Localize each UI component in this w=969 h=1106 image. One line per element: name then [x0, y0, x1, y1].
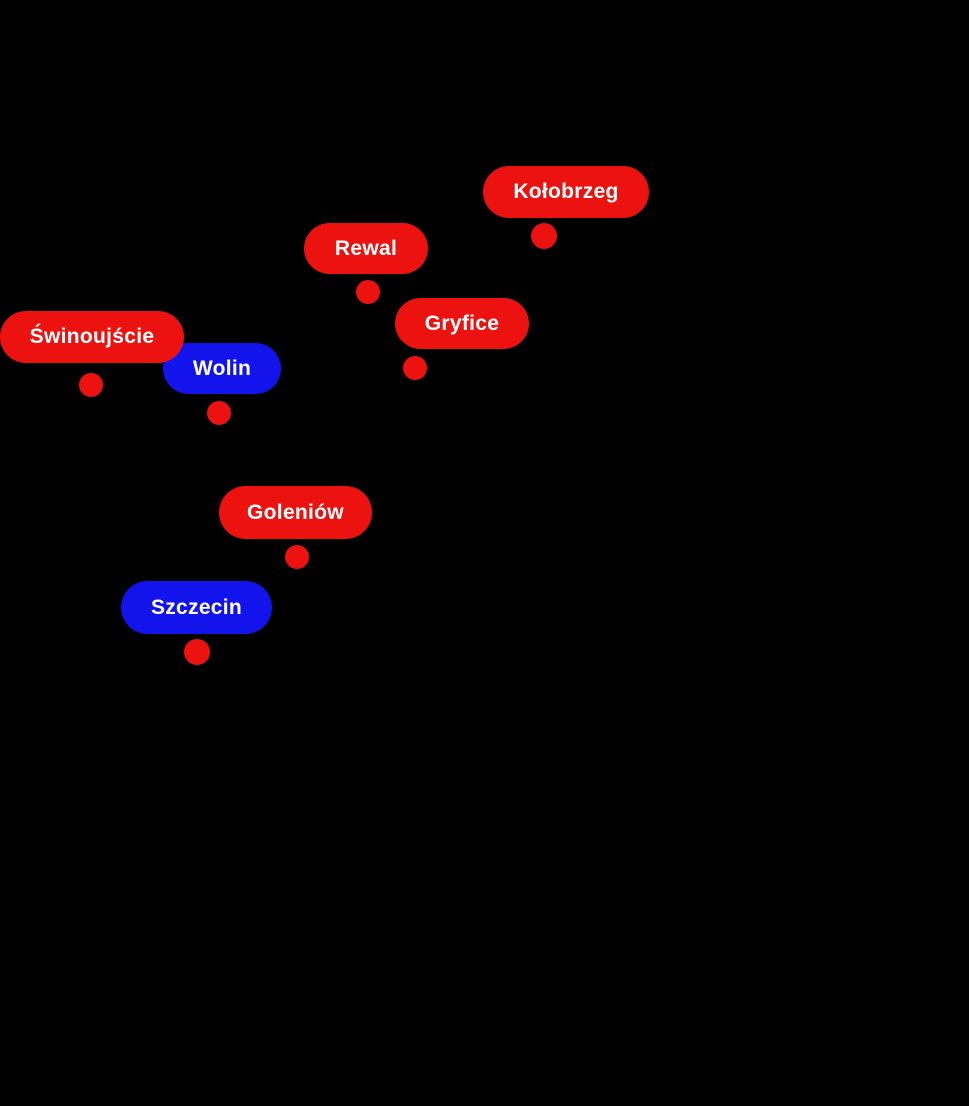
city-label-swinoujscie[interactable]: Świnoujście: [0, 311, 184, 363]
city-dot-rewal[interactable]: [356, 280, 380, 304]
city-label-rewal[interactable]: Rewal: [304, 223, 428, 274]
city-dot-swinoujscie[interactable]: [79, 373, 103, 397]
city-label-wolin[interactable]: Wolin: [163, 343, 281, 394]
city-dot-gryfice[interactable]: [403, 356, 427, 380]
city-dot-szczecin[interactable]: [184, 639, 210, 665]
city-label-gryfice[interactable]: Gryfice: [395, 298, 529, 349]
city-dot-wolin[interactable]: [207, 401, 231, 425]
city-label-kolobrzeg[interactable]: Kołobrzeg: [483, 166, 649, 218]
city-dot-goleniow[interactable]: [285, 545, 309, 569]
city-label-goleniow[interactable]: Goleniów: [219, 486, 372, 539]
city-label-szczecin[interactable]: Szczecin: [121, 581, 272, 634]
city-dot-kolobrzeg[interactable]: [531, 223, 557, 249]
